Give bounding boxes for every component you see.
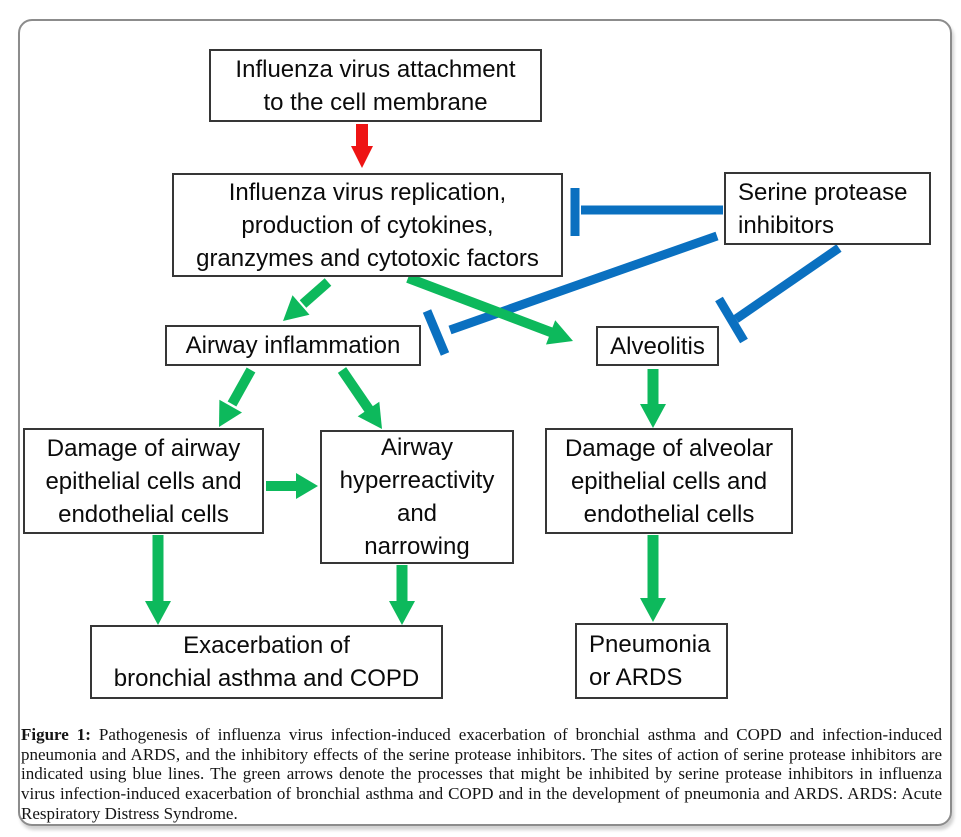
arrow-hyperreactivity-to-exacerbation (389, 565, 415, 625)
inhibition-t-bar (422, 309, 450, 356)
arrow-head (283, 295, 310, 321)
arrow-airway-inflammation-to-hyperreactivity (337, 367, 382, 429)
arrow-damage-airway-to-exacerbation (145, 535, 171, 625)
node-damage-airway-cells: Damage of airway epithelial cells and en… (23, 428, 264, 534)
arrow-replication-to-alveolitis (406, 273, 573, 345)
arrow-head (351, 146, 373, 168)
inhibition-shaft (733, 244, 842, 323)
figure-caption: Figure 1: Pathogenesis of influenza viru… (21, 725, 942, 824)
arrow-head (219, 399, 242, 427)
arrow-airway-inflammation-to-damage-airway (219, 367, 256, 427)
node-exacerbation-asthma-copd: Exacerbation of bronchial asthma and COP… (90, 625, 443, 699)
arrow-damage-alveolar-to-pneumonia (640, 535, 666, 622)
node-pneumonia-ards: Pneumonia or ARDS (575, 623, 728, 699)
figure-frame (18, 19, 952, 826)
node-airway-inflammation: Airway inflammation (165, 325, 421, 366)
arrow-head (357, 401, 382, 429)
arrow-shaft (299, 278, 332, 308)
arrow-shaft (406, 273, 555, 338)
inhibition-t-bar (715, 296, 748, 344)
node-virus-replication: Influenza virus replication, production … (172, 173, 563, 277)
arrow-head (145, 601, 171, 625)
inhibition-line-alveolitis (715, 244, 842, 344)
caption-label: Figure 1: (21, 725, 91, 744)
arrow-damage-airway-to-hyperreactivity (266, 473, 318, 499)
arrow-alveolitis-to-damage-alveolar (640, 369, 666, 428)
arrow-head (546, 320, 573, 345)
inhibition-line-replication (570, 188, 723, 236)
arrow-attachment-to-replication (351, 124, 373, 168)
arrow-replication-to-airway-inflammation (283, 278, 332, 321)
arrow-head (640, 404, 666, 428)
caption-text: Pathogenesis of influenza virus infectio… (21, 725, 942, 823)
arrow-head (296, 473, 318, 499)
node-alveolitis: Alveolitis (596, 326, 719, 366)
arrow-shaft (337, 367, 375, 414)
arrow-head (389, 601, 415, 625)
node-damage-alveolar-cells: Damage of alveolar epithelial cells and … (545, 428, 793, 534)
node-airway-hyperreactivity: Airway hyperreactivity and narrowing (320, 430, 514, 564)
arrow-shaft (227, 367, 256, 407)
arrow-head (640, 598, 666, 622)
node-serine-protease-inhibitors: Serine protease inhibitors (724, 172, 931, 245)
node-influenza-attachment: Influenza virus attachment to the cell m… (209, 49, 542, 122)
